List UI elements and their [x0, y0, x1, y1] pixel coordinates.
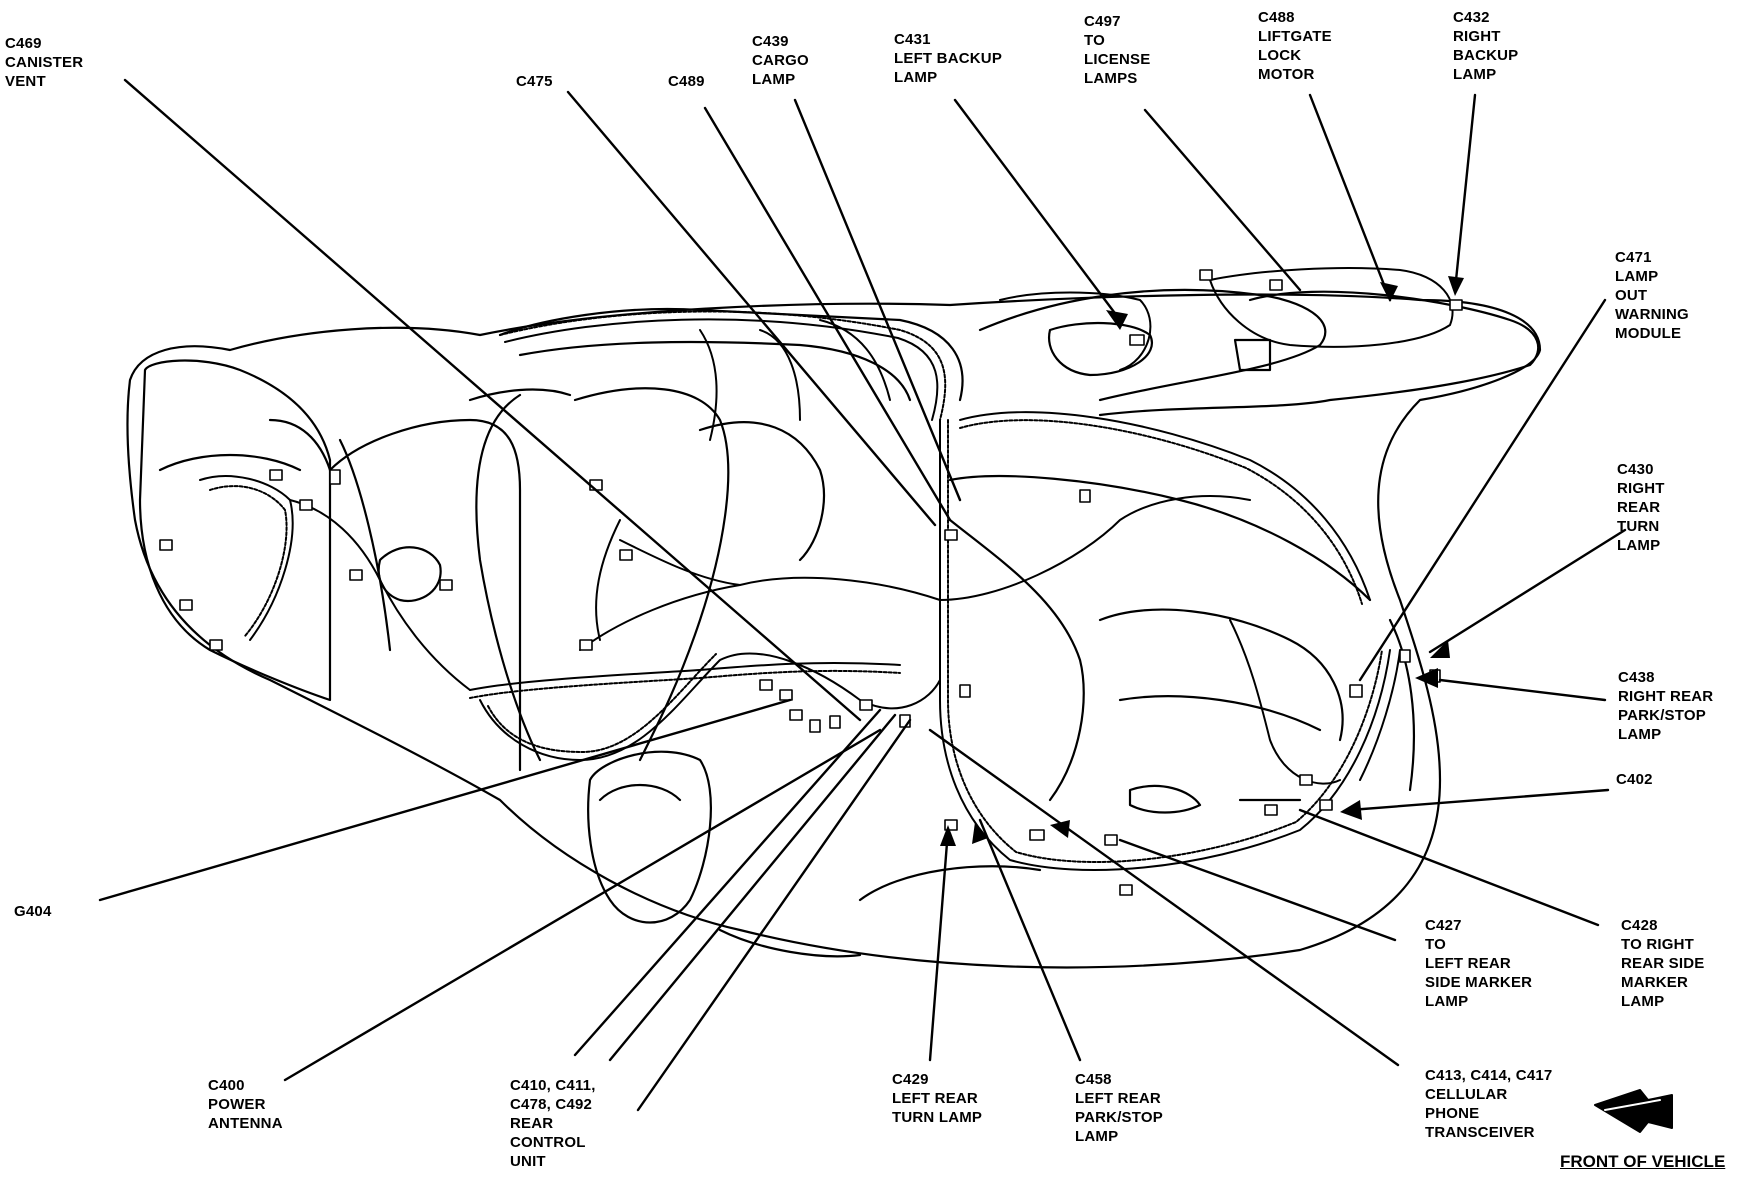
- arrowheads: [940, 276, 1464, 846]
- label-g404: G404: [14, 903, 52, 920]
- label-c475: C475: [516, 73, 553, 90]
- car-body: [126, 288, 1542, 969]
- leader-lines: [98, 78, 1627, 1112]
- front-arrow-icon: [1594, 1089, 1673, 1133]
- front-of-vehicle-label: FRONT OF VEHICLE: [1560, 1152, 1726, 1171]
- wiring-harness: [199, 267, 1454, 871]
- label-c402: C402: [1616, 771, 1653, 788]
- label-c489: C489: [668, 73, 705, 90]
- connectors: [159, 269, 1463, 896]
